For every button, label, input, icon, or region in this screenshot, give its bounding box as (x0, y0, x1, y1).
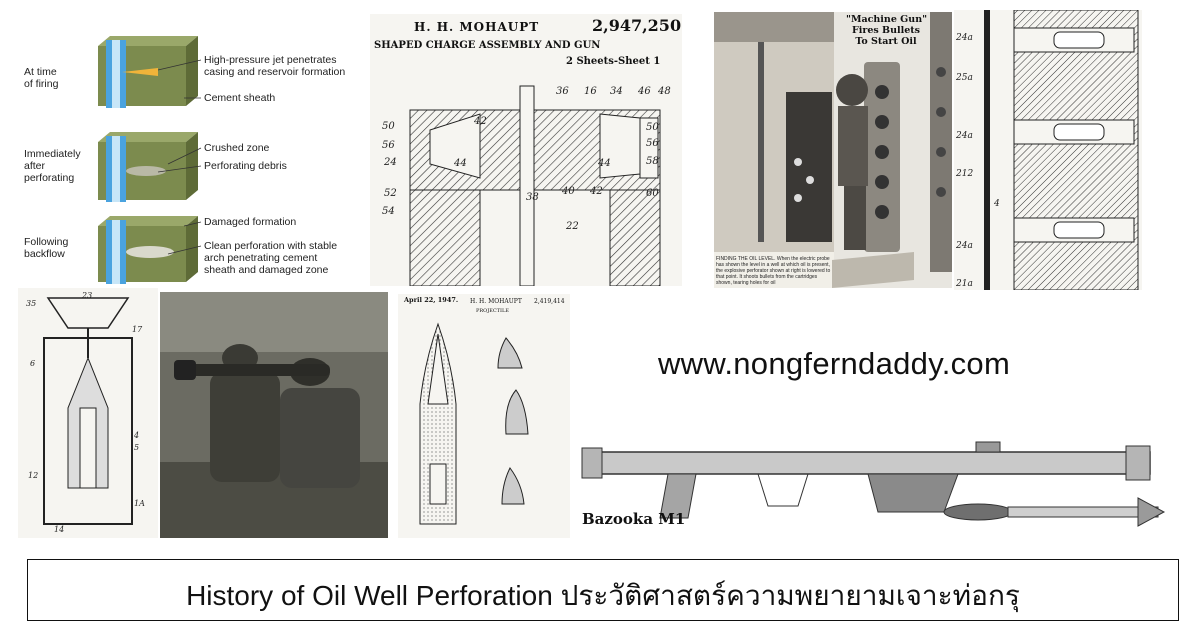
stage-1-note-2: Cement sheath (204, 92, 276, 104)
svg-text:54: 54 (382, 206, 395, 217)
svg-text:60: 60 (646, 188, 659, 199)
svg-text:42: 42 (473, 116, 487, 127)
svg-text:4: 4 (993, 199, 1000, 209)
patent-number: 2,947,250 (592, 16, 682, 35)
stage-2-block (98, 132, 198, 202)
svg-text:6: 6 (30, 359, 35, 368)
svg-text:16: 16 (584, 86, 597, 97)
soldiers-illustration (160, 292, 388, 538)
projectile-cutaway: 35 23 17 6 4 5 12 1A 14 (18, 288, 158, 538)
svg-text:24a: 24a (955, 33, 973, 43)
svg-text:23: 23 (81, 291, 92, 300)
magazine-headline: "Machine Gun" Fires Bullets To Start Oil (846, 14, 928, 47)
bazooka-illustration (581, 441, 1166, 527)
patent-drawing: 50 56 24 52 54 44 44 42 38 40 42 22 50 56 58 60 36 1… (382, 85, 671, 286)
stage-3-block (98, 216, 198, 284)
svg-text:1A: 1A (134, 499, 145, 508)
caption-text: History of Oil Well Perforation ประวัติศ… (28, 574, 1178, 618)
svg-text:52: 52 (384, 188, 397, 199)
svg-text:24a: 24a (955, 131, 973, 141)
stage-3-note-2: Clean perforation with stable arch penet… (204, 240, 338, 276)
stage-2-note-2: Perforating debris (204, 160, 287, 172)
svg-text:46: 46 (637, 86, 651, 97)
cartridge-drawing: 24a 25a 24a 212 4 24a 21a (955, 10, 1139, 290)
perforation-stages-diagram: At time of firing High-pressure jet pene… (18, 14, 368, 286)
caption-box: History of Oil Well Perforation ประวัติศ… (27, 559, 1179, 621)
caption-thai: ประวัติศาสตร์ความพยายามเจาะท่อกรุ (560, 580, 1020, 611)
svg-text:4: 4 (133, 431, 139, 440)
patent-sheet: 2 Sheets-Sheet 1 (566, 56, 661, 67)
svg-text:44: 44 (597, 158, 611, 169)
svg-text:17: 17 (132, 325, 143, 334)
svg-text:24a: 24a (955, 241, 973, 251)
magazine-caption: FINDING THE OIL LEVEL. When the electric… (716, 256, 831, 286)
svg-text:56: 56 (382, 140, 395, 151)
stage-1-block (98, 36, 198, 108)
svg-text:48: 48 (657, 86, 671, 97)
svg-text:22: 22 (565, 221, 579, 232)
svg-text:21a: 21a (955, 279, 973, 289)
svg-text:25a: 25a (955, 73, 973, 83)
patent-inventor: H. H. MOHAUPT (414, 20, 540, 34)
magazine-illustration (714, 12, 952, 288)
bazooka-label: Bazooka M1 (582, 510, 686, 528)
svg-text:58: 58 (646, 156, 659, 167)
shaped-charge-patent: H. H. MOHAUPT 2,947,250 SHAPED CHARGE AS… (370, 14, 682, 286)
svg-text:50: 50 (646, 122, 659, 133)
projectile-patent: April 22, 1947. H. H. MOHAUPT 2,419,414 … (398, 294, 570, 538)
magazine-article: "Machine Gun" Fires Bullets To Start Oil… (714, 12, 952, 288)
projectile-patent-drawing (419, 322, 529, 525)
svg-text:36: 36 (556, 86, 569, 97)
site-url[interactable]: www.nongferndaddy.com (658, 346, 1011, 381)
projectile-drawing: 35 23 17 6 4 5 12 1A 14 (26, 291, 145, 534)
caption-english: History of Oil Well Perforation (186, 580, 553, 611)
svg-text:56: 56 (646, 138, 659, 149)
projectile-patent-inventor: H. H. MOHAUPT (470, 298, 522, 305)
cartridge-patent: 24a 25a 24a 212 4 24a 21a (954, 10, 1142, 290)
projectile-patent-subtitle: PROJECTILE (476, 308, 509, 314)
svg-text:5: 5 (134, 443, 139, 452)
stage-1-note-1: High-pressure jet penetrates casing and … (204, 54, 346, 78)
svg-text:14: 14 (54, 525, 64, 534)
projectile-patent-date: April 22, 1947. (404, 296, 459, 304)
perforation-stages-graphic (98, 36, 202, 284)
leader-lines (157, 59, 202, 255)
patent-title: SHAPED CHARGE ASSEMBLY AND GUN (374, 40, 601, 51)
stage-1-label: At time of firing (24, 66, 59, 90)
stage-3-label: Following backflow (24, 236, 69, 260)
stage-2-note-1: Crushed zone (204, 142, 270, 154)
svg-text:44: 44 (453, 158, 467, 169)
svg-text:38: 38 (526, 192, 539, 203)
svg-text:35: 35 (26, 299, 36, 308)
svg-text:212: 212 (955, 169, 973, 179)
svg-text:50: 50 (382, 121, 395, 132)
bazooka-drawing: Bazooka M1 (578, 432, 1178, 540)
svg-text:40: 40 (561, 186, 575, 197)
stage-3-note-1: Damaged formation (204, 216, 297, 228)
projectile-patent-number: 2,419,414 (534, 298, 565, 305)
svg-text:42: 42 (589, 186, 603, 197)
soldiers-photo (160, 292, 388, 538)
svg-text:24: 24 (383, 157, 397, 168)
svg-text:12: 12 (28, 471, 38, 480)
stage-2-label: Immediately after perforating (24, 148, 81, 184)
svg-text:34: 34 (610, 86, 623, 97)
